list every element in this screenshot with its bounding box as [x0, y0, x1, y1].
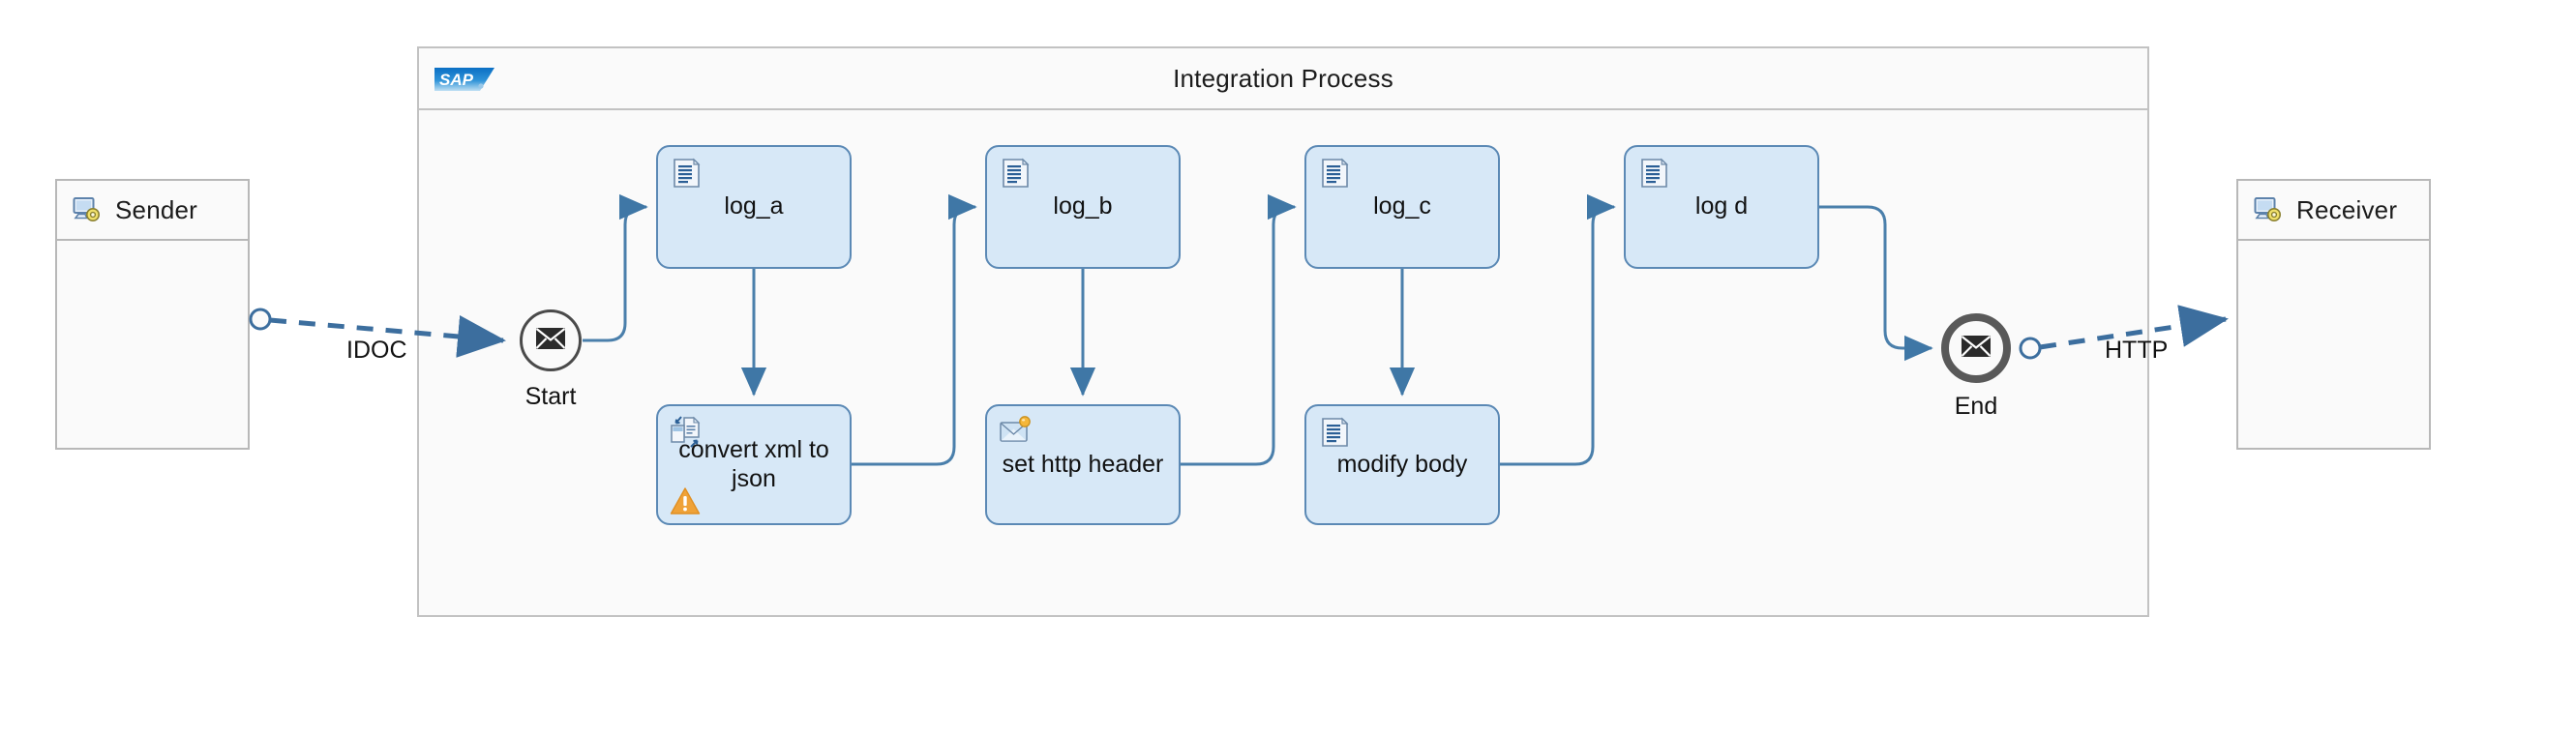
script-log-icon: [1637, 157, 1670, 190]
script-log-icon: [1318, 416, 1351, 449]
converter-icon: [670, 416, 703, 449]
sender-participant[interactable]: Sender: [55, 179, 250, 450]
start-event[interactable]: [520, 309, 582, 371]
task-label: modify body: [1336, 450, 1468, 478]
message-flow-label-idoc: IDOC: [346, 337, 407, 364]
script-log-icon: [670, 157, 703, 190]
end-event[interactable]: [1941, 313, 2011, 383]
integration-process-pool[interactable]: SAP Integration Process: [417, 46, 2149, 617]
envelope-icon: [535, 327, 566, 355]
integration-process-title: Integration Process: [1173, 63, 1393, 93]
task-label: log_b: [1053, 192, 1113, 220]
message-flow-idoc[interactable]: [249, 308, 506, 358]
sequence-flow-set_http_header-to-log_c[interactable]: [1181, 193, 1297, 466]
receiver-participant-title: Receiver: [2296, 194, 2398, 224]
script-log-icon: [1318, 157, 1351, 190]
task-log-b[interactable]: log_b: [985, 145, 1181, 269]
task-label: convert xml to json: [678, 436, 829, 492]
warning-icon[interactable]: [670, 486, 701, 515]
task-log-a[interactable]: log_a: [656, 145, 852, 269]
task-label: set http header: [1002, 450, 1164, 478]
envelope-icon: [1961, 335, 1992, 363]
sequence-flow-log_d-to-end[interactable]: [1819, 205, 1933, 362]
task-modify-body[interactable]: modify body: [1304, 404, 1500, 525]
message-flow-http[interactable]: [2019, 305, 2229, 360]
task-label: log_c: [1373, 192, 1431, 220]
svg-text:SAP: SAP: [439, 71, 474, 89]
receiver-participant-header: Receiver: [2238, 181, 2429, 241]
task-label: log d: [1694, 192, 1749, 220]
task-log-d[interactable]: log d: [1624, 145, 1819, 269]
receiver-participant-body: [2238, 241, 2429, 448]
sender-participant-body: [57, 241, 248, 448]
receiver-participant[interactable]: Receiver: [2236, 179, 2431, 450]
message-flow-label-http: HTTP: [2105, 337, 2169, 364]
sender-participant-header: Sender: [57, 181, 248, 241]
task-label: log_a: [724, 192, 784, 220]
task-log-c[interactable]: log_c: [1304, 145, 1500, 269]
sap-logo: SAP: [434, 64, 494, 93]
content-modifier-header-icon: [999, 416, 1032, 449]
receiver-system-icon: [2254, 196, 2283, 223]
sequence-flow-convert_xml-to-log_b[interactable]: [852, 193, 977, 466]
sequence-flow-modify_body-to-log_d[interactable]: [1500, 193, 1616, 466]
task-convert-xml-to-json[interactable]: convert xml to json: [656, 404, 852, 525]
task-set-http-header[interactable]: set http header: [985, 404, 1181, 525]
script-log-icon: [999, 157, 1032, 190]
sequence-flow-start-to-log_a[interactable]: [583, 193, 648, 342]
start-event-label: Start: [524, 383, 577, 410]
end-event-label: End: [1954, 393, 1998, 420]
sender-participant-title: Sender: [115, 194, 198, 224]
integration-process-pool-header: SAP Integration Process: [419, 48, 2147, 110]
sender-system-icon: [73, 196, 102, 223]
